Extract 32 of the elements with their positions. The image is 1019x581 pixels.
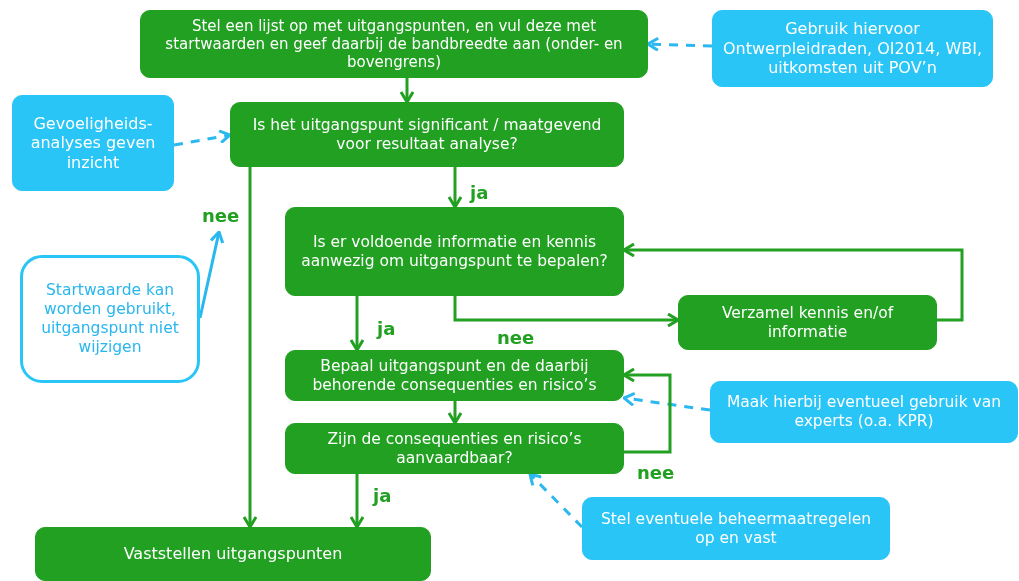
edge-label: nee: [637, 464, 675, 482]
note-box: Gevoeligheids- analyses geven inzicht: [12, 95, 174, 191]
arrow: [528, 472, 584, 529]
edge-label: nee: [497, 329, 535, 347]
arrow: [349, 296, 365, 352]
arrow: [622, 391, 711, 412]
arrow: [173, 129, 232, 147]
process-box: Is het uitgangspunt significant / maatgevend voor resultaat analyse?: [230, 102, 624, 167]
edge-label: ja: [373, 487, 392, 505]
process-box: Is er voldoende informatie en kennis aanwezig om uitgangspunt te bepalen?: [285, 207, 624, 296]
arrow: [198, 230, 225, 319]
arrow: [399, 78, 415, 104]
process-box: Bepaal uitgangspunt en de daarbij behorende consequenties en risico’s: [285, 350, 624, 401]
note-box: Maak hierbij eventueel gebruik van experts (o.a. KPR): [710, 381, 1018, 443]
arrow: [453, 296, 680, 328]
process-box: Verzamel kennis en/of informatie: [678, 295, 937, 350]
note-box: Stel eventuele beheermaatregelen op en vast: [582, 497, 890, 560]
arrow: [447, 167, 463, 209]
edge-label: nee: [202, 207, 240, 225]
outline-box: Startwaarde kan worden gebruikt, uitgangspunt niet wijzigen: [20, 255, 200, 383]
note-box: Gebruik hiervoor Ontwerpleidraden, OI2014, WBI, uitkomsten uit POV’n: [712, 10, 993, 87]
process-box: Vaststellen uitgangspunten: [35, 527, 431, 581]
edge-label: ja: [470, 184, 489, 202]
arrow: [622, 367, 672, 454]
process-box: Zijn de consequenties en risico’s aanvaardbaar?: [285, 423, 624, 474]
arrow: [349, 474, 365, 529]
process-box: Stel een lijst op met uitgangspunten, en vul deze met startwaarden en geef daarbij de bandbreedte aan (onder- en bovengrens): [140, 10, 648, 78]
edge-label: ja: [377, 320, 396, 338]
arrow: [242, 167, 258, 529]
arrow: [646, 36, 713, 52]
arrow: [622, 242, 964, 322]
arrow: [447, 401, 463, 425]
